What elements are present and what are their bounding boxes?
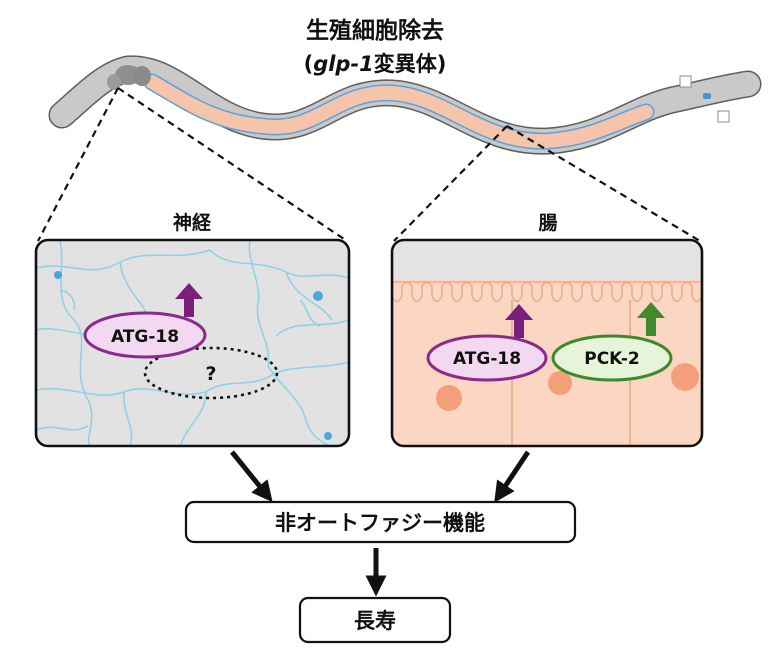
mechanism-label: 非オートファジー機能 <box>275 511 485 535</box>
neuron-network <box>36 240 349 446</box>
nucleus-2 <box>548 371 572 395</box>
up-arrow-pck2 <box>637 302 665 336</box>
protein-atg18-neuron-label: ATG-18 <box>111 327 179 347</box>
mechanism-box: 非オートファジー機能 <box>184 500 577 544</box>
worm-tail-mark <box>703 93 711 99</box>
zoom-lines <box>37 87 701 242</box>
unknown-factor-label: ? <box>205 363 216 385</box>
outcome-box: 長寿 <box>298 596 452 644</box>
protein-atg18-intestine <box>426 334 548 382</box>
small-square-1 <box>679 75 692 88</box>
outcome-label: 長寿 <box>354 609 396 633</box>
nucleus-1 <box>436 385 462 411</box>
small-square-2 <box>717 110 730 123</box>
title-suffix: 変異体 <box>374 52 438 76</box>
protein-atg18-intestine-label: ATG-18 <box>453 349 521 369</box>
unknown-factor-outline <box>143 346 279 400</box>
intestine-microvilli <box>392 281 702 303</box>
up-arrow-atg18-neuron <box>175 283 203 317</box>
arrow-neuron-to-mechanism <box>230 450 273 503</box>
arrow-intestine-to-mechanism <box>494 450 531 503</box>
worm-gut <box>145 75 653 149</box>
flow-arrows <box>230 450 531 597</box>
nucleus-3 <box>671 363 699 391</box>
up-arrow-atg18-intestine <box>505 304 533 338</box>
panel-label-neuron: 神経 <box>173 211 212 234</box>
protein-atg18-neuron <box>83 311 207 359</box>
title-line1: 生殖細胞除去 <box>306 17 444 44</box>
title-gene: glp-1 <box>313 52 374 76</box>
intestine-panel <box>390 238 704 448</box>
title-line2: (glp-1変異体) <box>304 52 447 76</box>
protein-pck2 <box>551 334 673 382</box>
protein-pck2-label: PCK-2 <box>584 349 640 369</box>
worm-illustration <box>48 55 762 155</box>
panel-label-intestine: 腸 <box>538 212 557 234</box>
